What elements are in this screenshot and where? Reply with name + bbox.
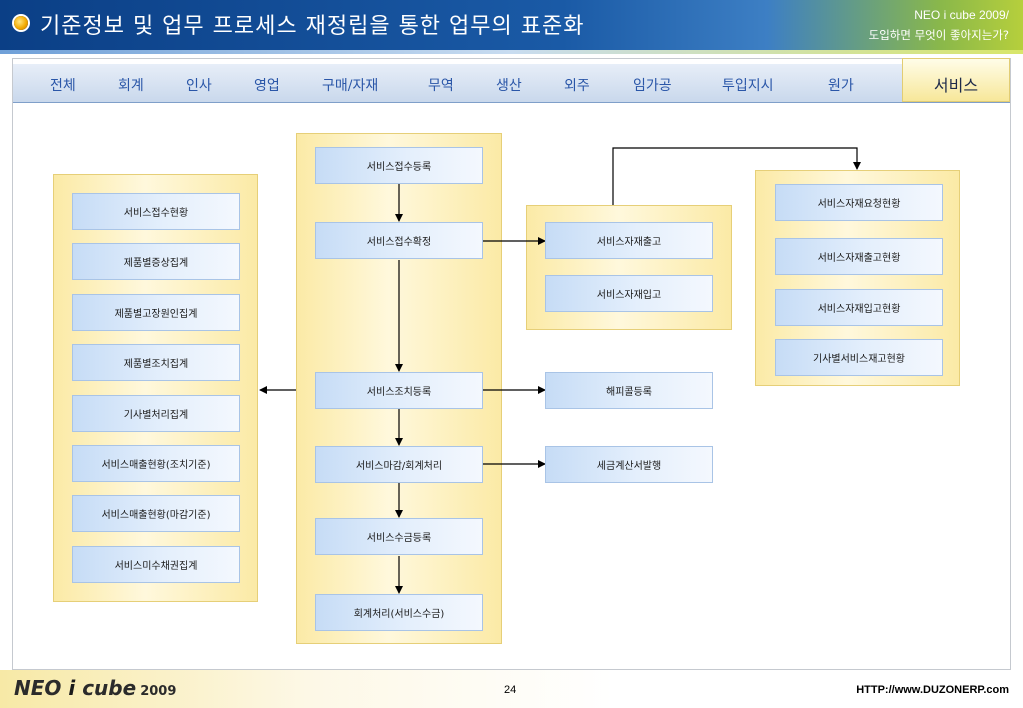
node-receivables-summary[interactable]: 서비스미수채권집계 bbox=[72, 546, 240, 583]
tab-outsourcing[interactable]: 외주 bbox=[564, 78, 590, 94]
website-url[interactable]: HTTP://www.DUZONERP.com bbox=[856, 684, 1009, 696]
page-title: 기준정보 및 업무 프로세스 재정립을 통한 업무의 표준화 bbox=[40, 14, 585, 39]
tab-sales[interactable]: 영업 bbox=[254, 78, 280, 94]
node-processing-by-technician[interactable]: 기사별처리집계 bbox=[72, 395, 240, 432]
logo-neo: NEO bbox=[14, 676, 62, 700]
header-bar bbox=[0, 0, 1023, 50]
logo-year: 2009 bbox=[140, 684, 177, 699]
tab-work-order[interactable]: 투입지시 bbox=[722, 78, 774, 94]
node-material-outbound-status[interactable]: 서비스자재출고현황 bbox=[775, 238, 943, 275]
tab-purchasing[interactable]: 구매/자재 bbox=[322, 78, 379, 94]
brand-caption: NEO i cube 2009/ bbox=[914, 8, 1009, 22]
node-service-closing[interactable]: 서비스마감/회계처리 bbox=[315, 446, 483, 483]
node-service-action-register[interactable]: 서비스조치등록 bbox=[315, 372, 483, 409]
node-technician-stock-status[interactable]: 기사별서비스재고현황 bbox=[775, 339, 943, 376]
tab-trade[interactable]: 무역 bbox=[428, 78, 454, 94]
node-service-receipt-status[interactable]: 서비스접수현황 bbox=[72, 193, 240, 230]
node-tax-invoice[interactable]: 세금계산서발행 bbox=[545, 446, 713, 483]
tab-accounting[interactable]: 회계 bbox=[118, 78, 144, 94]
logo-i: i bbox=[68, 676, 76, 700]
tab-bar bbox=[13, 64, 1010, 103]
node-service-receipt-register[interactable]: 서비스접수등록 bbox=[315, 147, 483, 184]
tab-cost[interactable]: 원가 bbox=[828, 78, 854, 94]
header-accent-stripe bbox=[0, 50, 1023, 54]
title-bullet-icon bbox=[14, 16, 28, 30]
logo-cube: cube bbox=[82, 676, 137, 700]
node-material-inbound[interactable]: 서비스자재입고 bbox=[545, 275, 713, 312]
node-sales-status-action[interactable]: 서비스매출현황(조치기준) bbox=[72, 445, 240, 482]
node-material-inbound-status[interactable]: 서비스자재입고현황 bbox=[775, 289, 943, 326]
footer-band bbox=[0, 670, 1023, 708]
tab-processing[interactable]: 임가공 bbox=[633, 78, 672, 94]
header-subtitle: 도입하면 무엇이 좋아지는가? bbox=[868, 28, 1009, 42]
node-material-outbound[interactable]: 서비스자재출고 bbox=[545, 222, 713, 259]
tab-all[interactable]: 전체 bbox=[50, 78, 76, 94]
node-material-request-status[interactable]: 서비스자재요청현황 bbox=[775, 184, 943, 221]
node-service-receipt-confirm[interactable]: 서비스접수확정 bbox=[315, 222, 483, 259]
tab-service-active[interactable]: 서비스 bbox=[902, 58, 1010, 102]
arrow-material-to-right-reports bbox=[612, 147, 861, 205]
node-action-by-product[interactable]: 제품별조치집계 bbox=[72, 344, 240, 381]
tab-service-label: 서비스 bbox=[933, 76, 979, 95]
node-sales-status-closing[interactable]: 서비스매출현황(마감기준) bbox=[72, 495, 240, 532]
node-symptom-by-product[interactable]: 제품별증상집계 bbox=[72, 243, 240, 280]
tab-hr[interactable]: 인사 bbox=[186, 78, 212, 94]
node-failure-cause-by-product[interactable]: 제품별고장원인집계 bbox=[72, 294, 240, 331]
node-service-collection-register[interactable]: 서비스수금등록 bbox=[315, 518, 483, 555]
tab-production[interactable]: 생산 bbox=[496, 78, 522, 94]
page-number: 24 bbox=[504, 684, 517, 696]
node-accounting-collection[interactable]: 회계처리(서비스수금) bbox=[315, 594, 483, 631]
node-happy-call[interactable]: 해피콜등록 bbox=[545, 372, 713, 409]
